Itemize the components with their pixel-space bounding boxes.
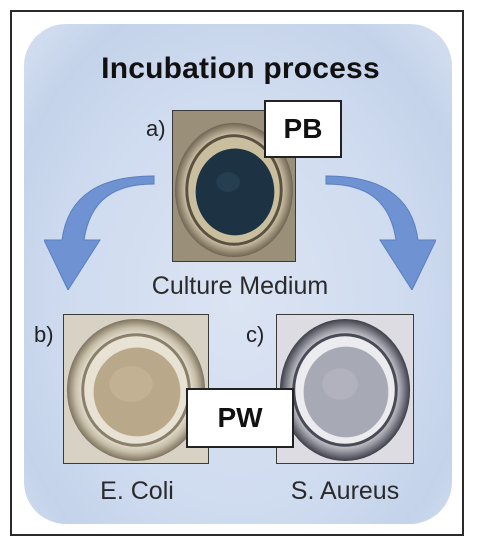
photo-sample-c (276, 314, 414, 464)
label-c: c) (246, 322, 265, 347)
label-b: b) (34, 322, 54, 347)
caption-s-aureus: S. Aureus (290, 477, 400, 505)
diagram-title: Incubation process (101, 52, 380, 85)
label-a: a) (146, 116, 166, 141)
tag-pw: PW (186, 388, 294, 448)
caption-culture-medium: Culture Medium (151, 272, 329, 300)
tag-pb: PB (264, 100, 342, 158)
arrow-left-icon (44, 175, 155, 290)
caption-e-coli: E. Coli (100, 477, 174, 505)
photo-sample-a (172, 110, 296, 262)
photo-sample-b (63, 314, 209, 464)
arrow-right-icon (325, 175, 436, 290)
